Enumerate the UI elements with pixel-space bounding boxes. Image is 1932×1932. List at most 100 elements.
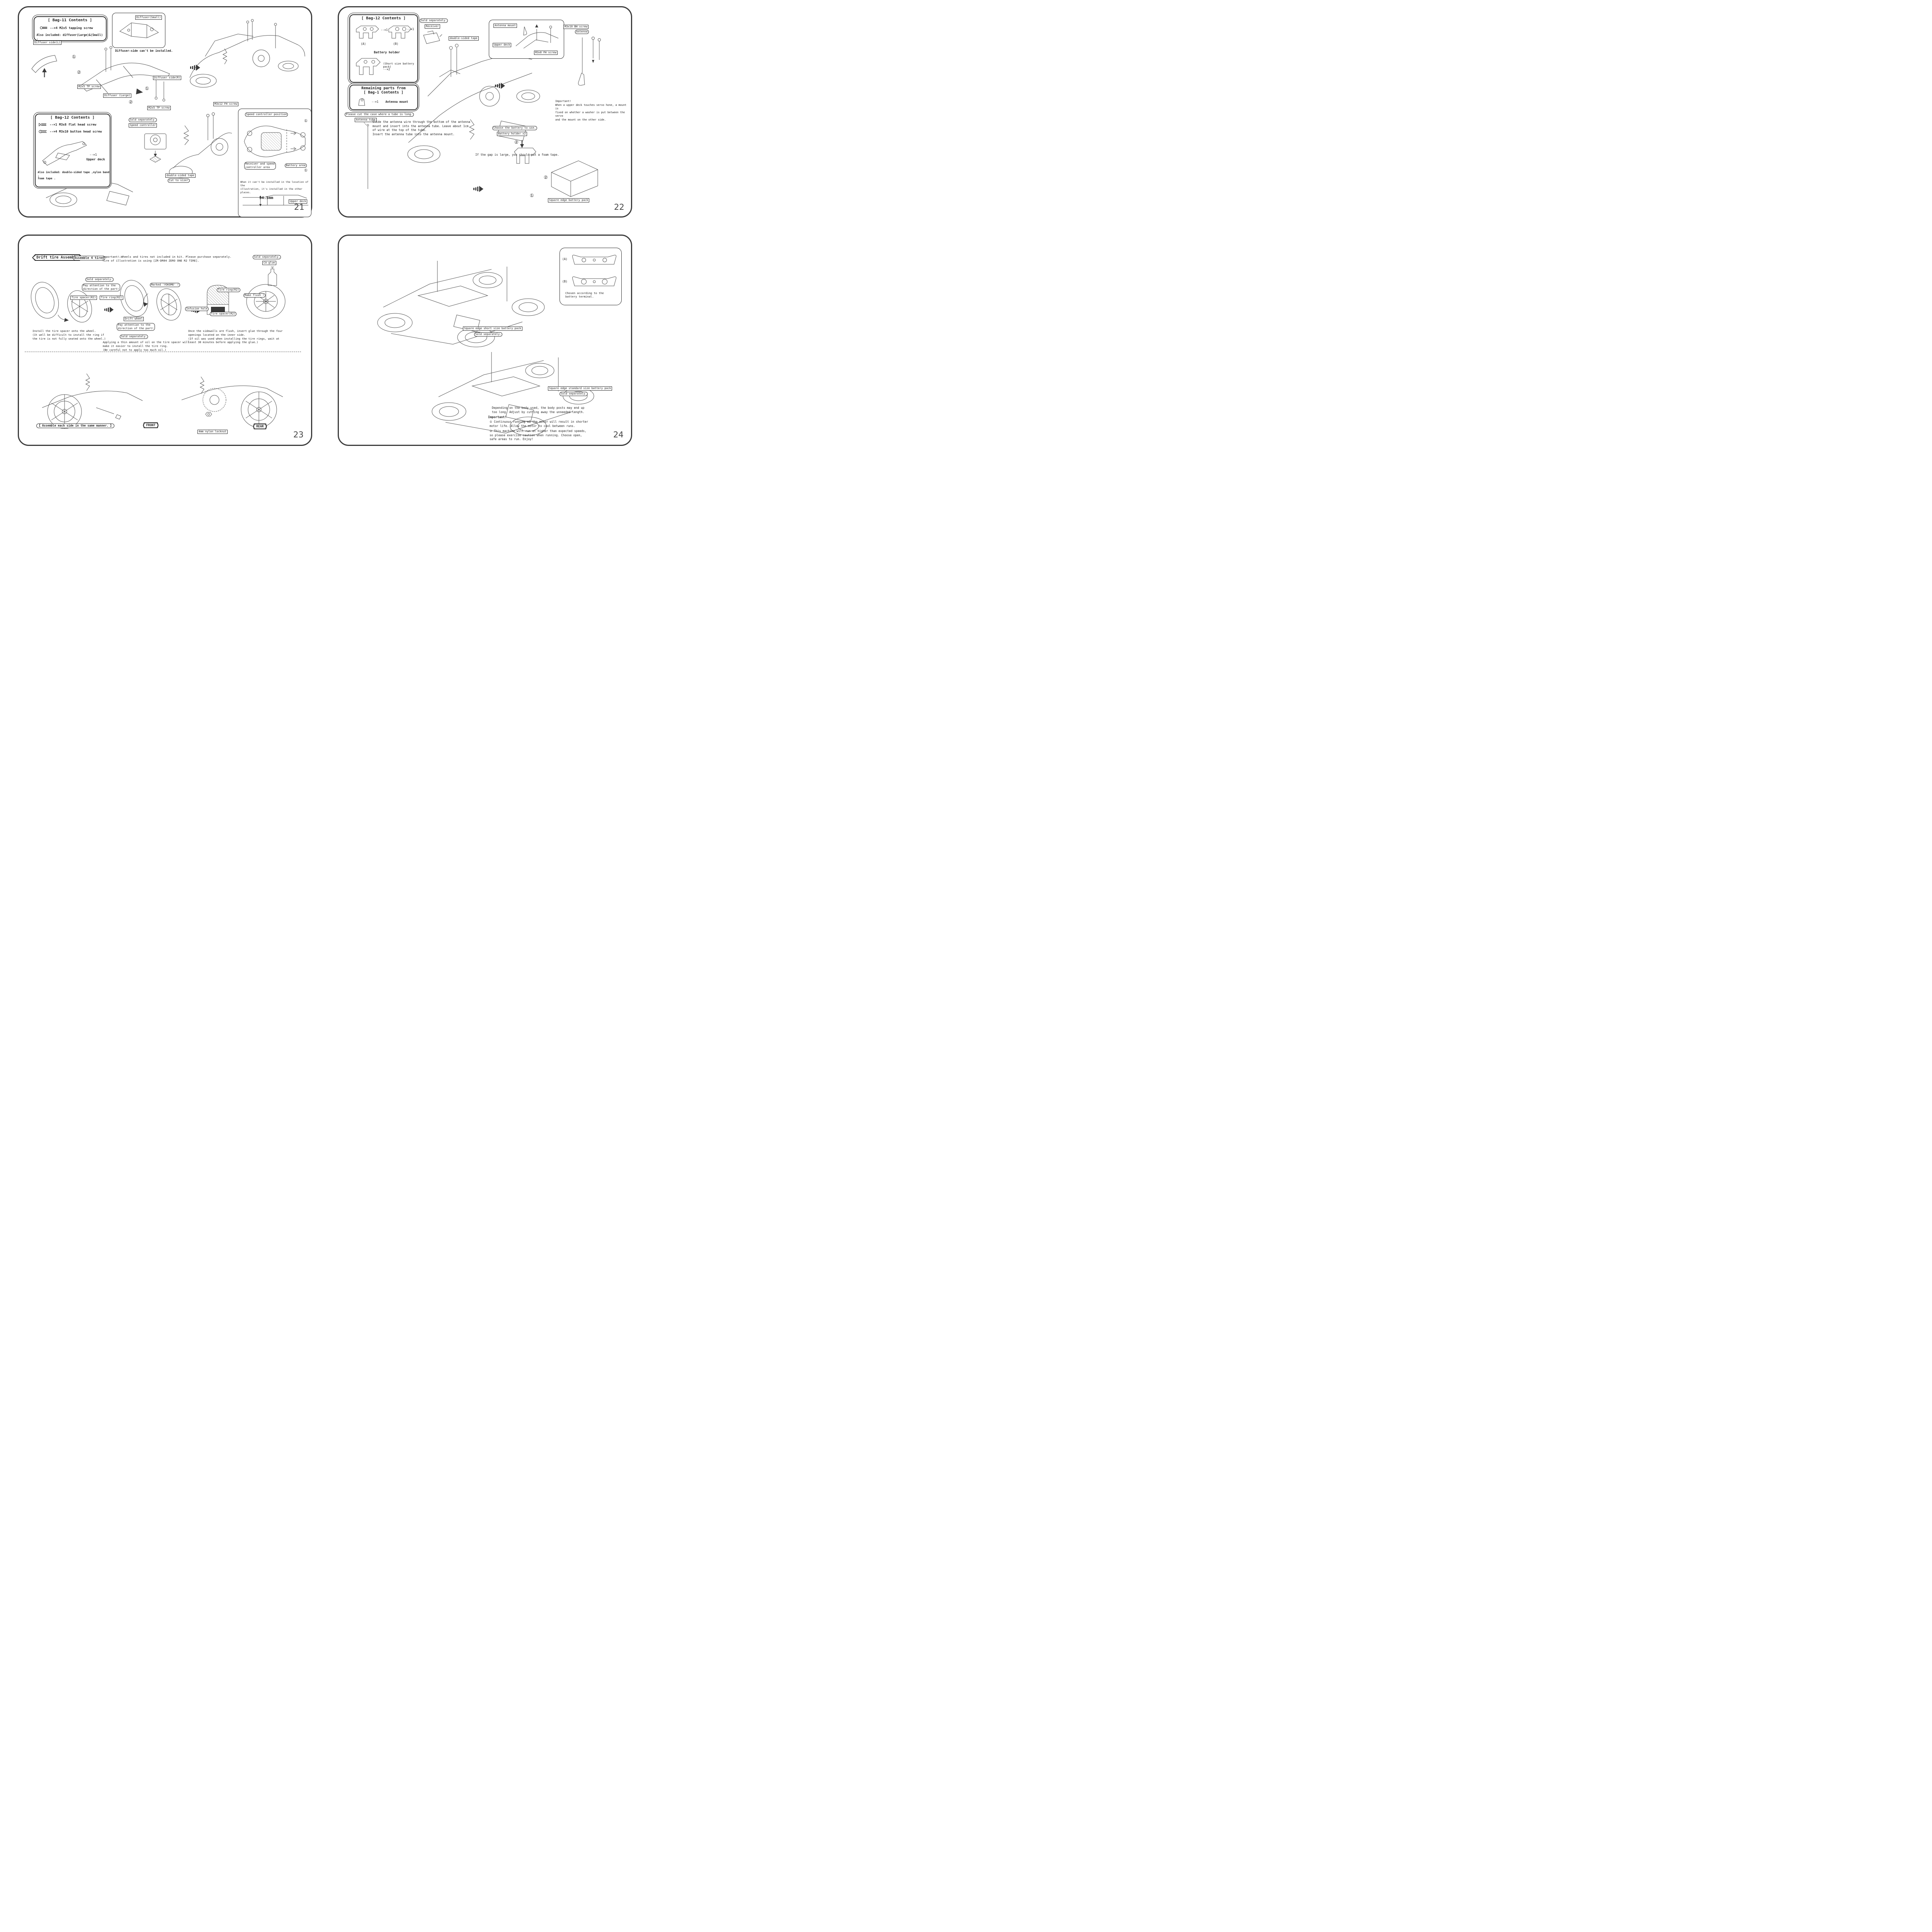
plate-note: Chosen according to the battery terminal… [565, 291, 604, 298]
holder-b-qty: --×1 [407, 27, 414, 31]
upper-deck-label: Upper deck [289, 199, 308, 204]
foam-tape-note: If the gap is large, you should put a fo… [475, 153, 559, 156]
step-2-marker: ② [129, 99, 133, 105]
rear-wheel-install-illustration [181, 376, 283, 428]
button-head-screw-icon [38, 129, 47, 133]
assemble-4-tires-label: Assemble 4 tires [73, 256, 105, 261]
finished-drift-wheel-illustration [246, 284, 286, 319]
double-sided-tape-label: double-sided tape [449, 36, 479, 41]
holder-a-qty: --×1 [381, 28, 388, 32]
sold-separately-label: Sold separately. [560, 392, 588, 396]
cut-case-note-label: Please cut the case where a tube is long… [345, 112, 414, 117]
bag12-row-qty: --×4 [49, 129, 57, 133]
receiver-label: Receiver [425, 24, 440, 29]
chassis-standard-pack-illustration [432, 352, 594, 436]
important-item-1: ① Continuous running of the motor will r… [490, 420, 588, 428]
m2x5-tp-screw-label: M2x5 TP screw [77, 85, 101, 89]
bag12-title: [ Bag-12 Contents ] [50, 115, 95, 120]
direction-arrow-icon [104, 307, 114, 313]
sold-separately-label: Sold separately. [253, 255, 281, 260]
install-note: When it can't be installed in the locati… [240, 180, 309, 194]
antenna-mount-name: Antenna mount [385, 100, 408, 104]
page-24: (A) (B) Chosen according to the battery … [338, 235, 632, 446]
standard-size-pack-label: Square edge standard size battery pack [548, 386, 612, 391]
step-2-marker: ② [77, 70, 81, 75]
page-23: Drift tire Assembly Assemble 4 tires Imp… [18, 235, 312, 446]
screw-position-marker: ① [304, 119, 308, 123]
upper-deck-label: Upper deck [493, 43, 512, 48]
drift-tire-assembly-title: Drift tire Assembly [33, 255, 82, 260]
upper-deck-illustration [42, 141, 87, 166]
plate-b-illustration [572, 276, 617, 286]
bag12-row-part: M3x8 flat head screw [59, 122, 97, 126]
diffuser-small-label: Diffuser(Small) [135, 15, 162, 20]
plate-a-illustration [572, 255, 617, 265]
direction-arrow-icon [473, 186, 483, 192]
battery-pack-illustration [551, 160, 598, 197]
page-number: 21 [294, 202, 304, 212]
bag12-row-qty: --×1 [49, 122, 57, 126]
antenna-mount-label: Antenna mount [493, 24, 517, 28]
holder-b-label: (B) [393, 42, 399, 46]
bag12-row-part: M3x10 button head screw [59, 129, 102, 133]
bag11-also: Also included: diffuser(Large)&(Small) . [36, 33, 103, 40]
step-1-marker: ① [72, 54, 76, 60]
diffuser-side-l-label: Diffuser side(L) [33, 41, 62, 45]
diffuser-side-illustration [31, 55, 57, 77]
choose-battery-label: Choose the battery to use. [492, 126, 537, 131]
m3x8-fh-screw-label: M3x8 FH screw [534, 51, 558, 55]
direction-arrow-icon [190, 65, 200, 71]
tapping-screw-icon [40, 26, 47, 29]
sold-separately-label: Sold separately. [420, 19, 448, 23]
deck-height-dimension: 34.5mm [259, 196, 274, 200]
diffuser-small-panel: Diffuser(Small) [112, 13, 165, 48]
chassis-rear-illustration [189, 19, 305, 88]
body-post-note: Depending on the body used, the body pos… [492, 406, 585, 414]
upper-deck-detail-illustration [515, 24, 559, 49]
chassis-top-view-illustration [244, 126, 306, 157]
m2x5-tp-screw-label: M2x5 TP screw [147, 106, 171, 111]
tire-spacer-label: Tire spacer(R2) [210, 312, 237, 316]
diffuser-small-illustration [119, 22, 159, 38]
page-number: 23 [293, 430, 304, 439]
speed-controller-label: Speed controller [129, 123, 157, 128]
battery-holder-name: Battery holder [374, 50, 400, 54]
battery-holder-install-illustration [514, 140, 536, 164]
assemble-each-side-label: 【 Assemble each side in the same manner.… [36, 423, 114, 428]
tire-ring-label: Tire ring(R2) [217, 288, 240, 293]
bag12-title: [ Bag-12 Contents ] [361, 16, 406, 20]
bag11-qty: --×4 [50, 26, 58, 30]
receiver-area-label: Receiver and speed controller area [244, 162, 276, 170]
important-item-2: ② This machine will run at higher than e… [490, 429, 587, 441]
battery-area-label: Battery area [285, 163, 307, 168]
tire-ring-install-illustration [120, 280, 181, 321]
m3x12-fh-screw-label: M3x12 FH screw [213, 102, 239, 107]
glue-bottle-illustration [268, 267, 277, 286]
upper-deck-name: Upper deck [86, 157, 105, 161]
chassis-side-view-illustration [243, 195, 308, 206]
short-size-pack-label: Square edge short size battery pack [463, 327, 522, 331]
front-direction-label: FRONT [144, 423, 158, 428]
diffuser-small-caption: Diffuser-side can't be installed. [115, 49, 173, 53]
install-spacer-instructions: Install the tire spacer onto the wheel. … [32, 330, 106, 340]
front-axle-illustration [169, 112, 232, 178]
infusion-hole-label: Infusion hole [185, 307, 209, 311]
rear-direction-label: REAR [254, 424, 266, 429]
manual-spread: [ Bag-11 Contents ] --×4 M2x5 tapping sc… [0, 0, 639, 452]
bag12-contents-box: [ Bag-12 Contents ] --×1 M3x8 flat head … [33, 112, 112, 189]
diffuser-large-label: Diffuser (Large) [103, 94, 132, 98]
tire-spacer-wheel-illustration [31, 282, 92, 323]
tire-ring-label: Tire ring(R2) [100, 296, 123, 300]
holder-a-label: (A) [361, 42, 366, 46]
glue-instructions: Once the sidewalls are flush, insert glu… [188, 330, 283, 344]
double-sided-tape-label: double-sided tape [165, 173, 196, 178]
bag1-title-line2: [ Bag-1 Contents ] [364, 90, 403, 95]
servo-mount-important-note: Important! When a upper deck touches ser… [555, 100, 627, 121]
battery-holder-b-illustration [388, 26, 412, 38]
sold-separately-label: Sold separately. [120, 335, 148, 339]
bag11-contents-box: [ Bag-11 Contents ] --×4 M2x5 tapping sc… [32, 15, 108, 42]
antenna-tube-illustration [364, 122, 369, 189]
plate-b-label: (B) [562, 280, 568, 283]
chassis-assembly-illustration [407, 44, 540, 163]
front-direction-badge: FRONT [143, 422, 159, 429]
